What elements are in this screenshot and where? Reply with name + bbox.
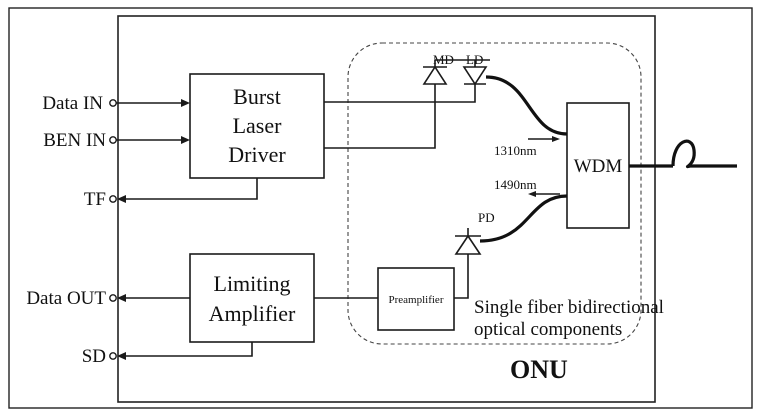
external-fiber-loop-icon <box>629 139 737 169</box>
data-in-port <box>109 99 117 107</box>
outer-frame <box>8 7 753 409</box>
tf-wire <box>126 178 258 200</box>
wdm-block <box>566 102 630 229</box>
data-in-arrow <box>181 99 190 107</box>
pd-to-preamp-wire <box>454 254 469 299</box>
md-to-driver-wire <box>324 84 436 149</box>
tf-port <box>109 195 117 203</box>
upstream-arrow-head <box>552 136 560 142</box>
optics-caption-line-1: Single fiber bidirectional <box>474 297 664 318</box>
sd-port <box>109 352 117 360</box>
tf-label: TF <box>84 189 106 210</box>
data-in-label: Data IN <box>42 93 103 114</box>
limiting-amplifier-line-2: Amplifier <box>209 301 296 326</box>
burst-laser-driver-line-1: Burst <box>233 84 281 109</box>
tf-arrow <box>117 195 126 203</box>
rx-fiber <box>479 194 568 243</box>
preamplifier-block <box>377 267 455 331</box>
burst-laser-driver-block <box>189 73 325 179</box>
wdm-label: WDM <box>574 156 623 177</box>
limiting-amplifier-block <box>189 253 315 343</box>
sd-wire <box>126 342 253 357</box>
ld-diode-icon <box>462 60 488 86</box>
sd-label: SD <box>82 346 106 367</box>
data-out-label: Data OUT <box>26 288 106 309</box>
ben-in-port <box>109 136 117 144</box>
pd-diode-icon <box>454 228 482 255</box>
ben-in-label: BEN IN <box>43 130 106 151</box>
downstream-wavelength-label: 1490nm <box>494 177 537 192</box>
limiting-amplifier-line-1: Limiting <box>214 271 291 296</box>
onu-enclosure <box>117 15 656 403</box>
data-out-port <box>109 294 117 302</box>
pd-label: PD <box>478 210 495 225</box>
onu-label: ONU <box>510 355 568 384</box>
preamplifier-label: Preamplifier <box>389 294 444 306</box>
driver-to-ld-wire <box>324 84 476 103</box>
optical-subassembly-outline <box>347 42 642 345</box>
burst-laser-driver-line-3: Driver <box>228 142 286 167</box>
burst-laser-driver-line-2: Laser <box>233 113 283 138</box>
sd-arrow <box>117 352 126 360</box>
downstream-arrow-head <box>528 191 536 197</box>
ben-in-arrow <box>181 136 190 144</box>
md-diode-icon <box>422 60 448 85</box>
tx-fiber <box>485 75 568 136</box>
data-out-arrow <box>117 294 126 302</box>
optics-caption-line-2: optical components <box>474 319 622 340</box>
upstream-wavelength-label: 1310nm <box>494 143 537 158</box>
